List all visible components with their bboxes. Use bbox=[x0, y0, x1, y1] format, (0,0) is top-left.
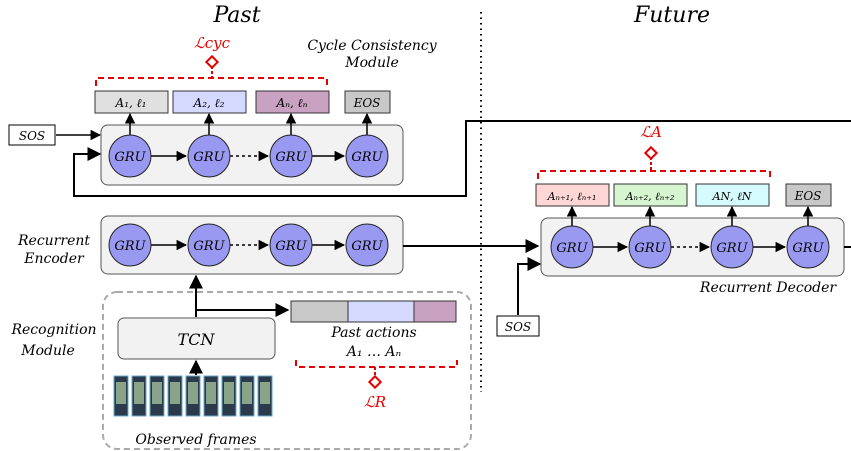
encoder-gru-n: GRU bbox=[269, 223, 313, 267]
sos-bottom: SOS bbox=[505, 320, 531, 334]
future-output-1: Aₙ₊₁, ℓₙ₊₁ bbox=[547, 190, 597, 203]
loss-r-label: ℒR bbox=[364, 393, 386, 411]
encoder-gru-last: GRU bbox=[345, 223, 389, 267]
sos-top: SOS bbox=[19, 129, 45, 143]
past-output-eos: EOS bbox=[353, 96, 381, 110]
gru-label: GRU bbox=[114, 150, 146, 165]
encoder-gru-1: GRU bbox=[108, 223, 152, 267]
past-actions-sequence: A₁ … Aₙ bbox=[345, 344, 402, 360]
decoder-gru-n: GRU bbox=[710, 225, 754, 269]
past-output-boxes: A₁, ℓ₁ A₂, ℓ₂ Aₙ, ℓₙ EOS bbox=[94, 90, 391, 114]
loss-cyc-label: ℒcyc bbox=[194, 34, 231, 52]
decoder-gru-1: GRU bbox=[550, 225, 594, 269]
future-header: Future bbox=[633, 3, 710, 28]
future-output-2: Aₙ₊₂, ℓₙ₊₂ bbox=[625, 190, 675, 203]
observed-frames-label: Observed frames bbox=[135, 432, 256, 448]
encoder-gru-2: GRU bbox=[187, 223, 231, 267]
cycle-gru-n: GRU bbox=[269, 134, 313, 178]
loss-r-bracket bbox=[295, 360, 458, 368]
gru-label: GRU bbox=[193, 239, 225, 254]
past-output-2: A₂, ℓ₂ bbox=[193, 96, 225, 110]
sos-bottom-arrow bbox=[517, 257, 542, 315]
future-output-eos: EOS bbox=[794, 189, 822, 203]
gru-label: GRU bbox=[351, 239, 383, 254]
cycle-gru-2: GRU bbox=[187, 134, 231, 178]
loss-a-diamond bbox=[643, 145, 659, 161]
future-output-n: AΝ, ℓΝ bbox=[712, 190, 752, 203]
past-actions-label: Past actions bbox=[330, 325, 416, 341]
cycle-module-label-line2: Module bbox=[344, 55, 399, 71]
observed-frames-stack bbox=[113, 375, 273, 417]
gru-label: GRU bbox=[716, 241, 748, 256]
past-header: Past bbox=[212, 3, 260, 28]
gru-label: GRU bbox=[351, 150, 383, 165]
cycle-feedback-arrow bbox=[73, 120, 851, 197]
future-output-boxes: Aₙ₊₁, ℓₙ₊₁ Aₙ₊₂, ℓₙ₊₂ AΝ, ℓΝ EOS bbox=[535, 183, 832, 207]
loss-cyc-diamond bbox=[204, 54, 220, 70]
gru-label: GRU bbox=[792, 241, 824, 256]
cycle-gru-eos: GRU bbox=[345, 134, 389, 178]
recognition-module-container bbox=[102, 291, 472, 450]
decoder-gru-eos: GRU bbox=[786, 225, 830, 269]
decoder-label: Recurrent Decoder bbox=[699, 280, 837, 296]
sos-top-box bbox=[8, 124, 56, 146]
recognition-label-line2: Module bbox=[20, 343, 75, 359]
cycle-module-label-line1: Cycle Consistency bbox=[307, 38, 437, 54]
decoder-gru-2: GRU bbox=[628, 225, 672, 269]
past-actions-bar bbox=[290, 300, 457, 323]
gru-label: GRU bbox=[275, 239, 307, 254]
gru-label: GRU bbox=[556, 241, 588, 256]
past-output-n: Aₙ, ℓₙ bbox=[275, 96, 307, 110]
sos-bottom-box bbox=[496, 315, 540, 337]
tcn-label: TCN bbox=[178, 330, 216, 349]
loss-a-bracket bbox=[537, 170, 771, 179]
gru-label: GRU bbox=[114, 239, 146, 254]
loss-r-diamond bbox=[367, 374, 383, 390]
recognition-label-line1: Recognition bbox=[10, 322, 96, 338]
cycle-gru-1: GRU bbox=[108, 134, 152, 178]
encoder-label-line1: Recurrent bbox=[17, 233, 90, 249]
loss-a-label: ℒA bbox=[640, 123, 662, 141]
gru-label: GRU bbox=[634, 241, 666, 256]
encoder-label-line2: Encoder bbox=[23, 251, 85, 267]
past-output-1: A₁, ℓ₁ bbox=[115, 96, 147, 110]
loss-cyc-bracket bbox=[95, 77, 328, 86]
tcn-box bbox=[117, 317, 276, 360]
gru-label: GRU bbox=[275, 150, 307, 165]
gru-label: GRU bbox=[193, 150, 225, 165]
